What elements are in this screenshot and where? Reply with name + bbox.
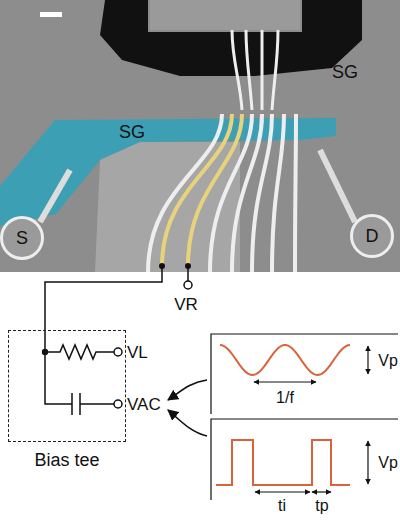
- bias-tee-box: Bias tee: [8, 330, 126, 442]
- gate-label: SG: [119, 123, 145, 141]
- signal-arrows: [168, 380, 207, 436]
- scale-bar: [40, 12, 62, 17]
- bottom-gate-fingers: [148, 114, 296, 272]
- junction-dot: [42, 349, 48, 355]
- source-lead: [40, 170, 70, 222]
- amplitude-label: Vp: [378, 455, 398, 471]
- period-label: 1/f: [276, 390, 294, 406]
- top-gate-fingers: [232, 30, 278, 110]
- pulse-waveform: [216, 440, 350, 485]
- terminal: [114, 400, 122, 408]
- terminal-label: S: [16, 229, 28, 247]
- contact-pad: D: [350, 214, 394, 258]
- micrograph-background: [0, 0, 400, 272]
- time-label: tp: [315, 498, 328, 514]
- dimension-arrows: [254, 346, 368, 492]
- pad-circle: [352, 216, 393, 257]
- terminal: [114, 348, 122, 356]
- signal-name: VR: [174, 296, 198, 313]
- sine-waveform: [220, 345, 350, 375]
- top-gate-pad: [150, 0, 300, 30]
- drain-lead: [320, 150, 355, 222]
- signal-name: VL: [127, 344, 148, 361]
- panel-frame: [211, 419, 398, 500]
- contact-pad: S: [0, 216, 44, 260]
- terminal-label: D: [366, 227, 379, 245]
- box-caption: Bias tee: [34, 451, 99, 469]
- terminal: [184, 281, 192, 289]
- pad-circle: [2, 218, 43, 259]
- amplitude-label: Vp: [378, 353, 398, 369]
- gate-label: SG: [332, 63, 358, 81]
- panel-frame: [211, 334, 398, 414]
- circuit-wires: [45, 266, 188, 415]
- signal-name: VAC: [127, 396, 161, 413]
- time-label: ti: [278, 498, 286, 514]
